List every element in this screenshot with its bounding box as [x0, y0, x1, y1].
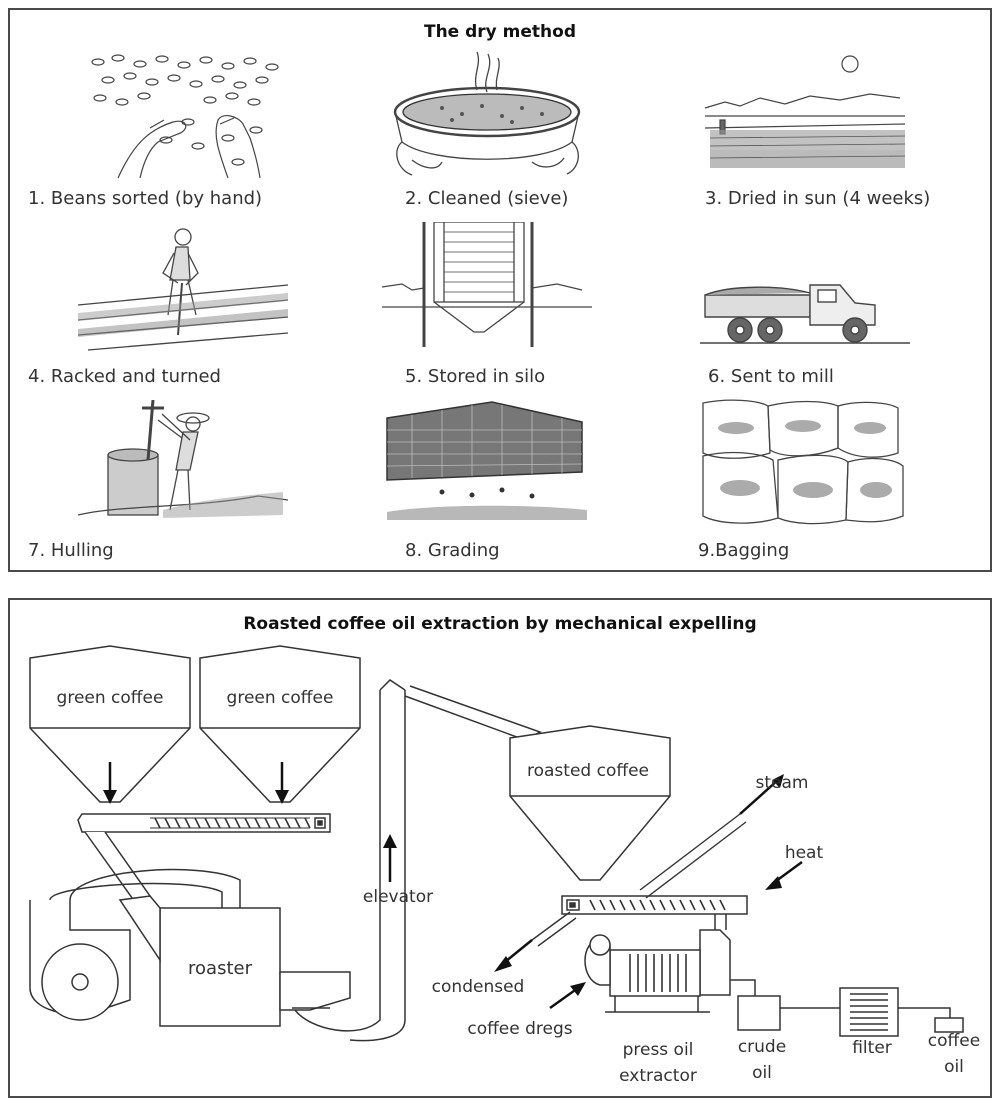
press-oil-extractor: [609, 949, 701, 997]
label-steam: steam: [756, 773, 809, 793]
dry-method-panel: The dry method 1. Beans sorted (by hand): [8, 8, 992, 572]
label-heat: heat: [785, 843, 824, 863]
hands-sorting-beans-icon: [91, 54, 279, 179]
grading-screen-icon: [386, 401, 587, 520]
step-7-label: 7. Hulling: [28, 540, 114, 561]
oil-extraction-panel: Roasted coffee oil extraction by mechani…: [8, 598, 992, 1098]
label-filter: filter: [852, 1038, 892, 1058]
crude-oil-tank: [737, 995, 781, 1031]
sacks-icon: [702, 399, 904, 525]
step-4-label: 4. Racked and turned: [28, 366, 221, 387]
worker-raking-icon: [78, 228, 288, 351]
label-crude-oil: oil: [752, 1063, 772, 1083]
oil-extraction-diagram: green coffee green coffee roasted coffee…: [29, 645, 980, 1086]
label-green-coffee-1: green coffee: [57, 688, 164, 708]
label-coffee: coffee: [928, 1031, 980, 1051]
label-extractor: extractor: [619, 1066, 697, 1086]
label-green-coffee-2: green coffee: [227, 688, 334, 708]
label-coffee-dregs: coffee dregs: [467, 1019, 572, 1039]
oil-extraction-title: Roasted coffee oil extraction by mechani…: [243, 614, 757, 634]
label-condensed: condensed: [432, 977, 525, 997]
step-9-label: 9.Bagging: [698, 540, 790, 561]
roasted-coffee-hopper: [509, 725, 671, 881]
step-6-label: 6. Sent to mill: [708, 366, 834, 387]
silo-icon: [382, 222, 592, 347]
label-coffee-oil: oil: [944, 1057, 964, 1077]
worker-hulling-icon: [78, 400, 288, 518]
step-8-label: 8. Grading: [405, 540, 500, 561]
step-3-label: 3. Dried in sun (4 weeks): [705, 188, 931, 209]
sieve-icon: [393, 51, 581, 176]
screw-conveyor-1: [77, 813, 331, 833]
label-roaster: roaster: [188, 958, 253, 979]
roaster-body: [159, 907, 281, 1027]
step-1-label: 1. Beans sorted (by hand): [28, 188, 263, 209]
coffee-oil-container: [934, 1017, 964, 1033]
label-roasted-coffee: roasted coffee: [527, 761, 649, 781]
dry-method-title: The dry method: [423, 22, 577, 42]
label-elevator: elevator: [363, 887, 433, 907]
label-press-oil: press oil: [623, 1040, 694, 1060]
screw-conveyor-2: [561, 895, 748, 915]
green-coffee-hopper-1: [29, 645, 191, 803]
sun-drying-field-icon: [704, 55, 906, 168]
truck-icon: [700, 284, 910, 344]
label-crude: crude: [738, 1037, 786, 1057]
green-coffee-hopper-2: [199, 645, 361, 803]
step-5-label: 5. Stored in silo: [405, 366, 546, 387]
step-2-label: 2. Cleaned (sieve): [405, 188, 569, 209]
